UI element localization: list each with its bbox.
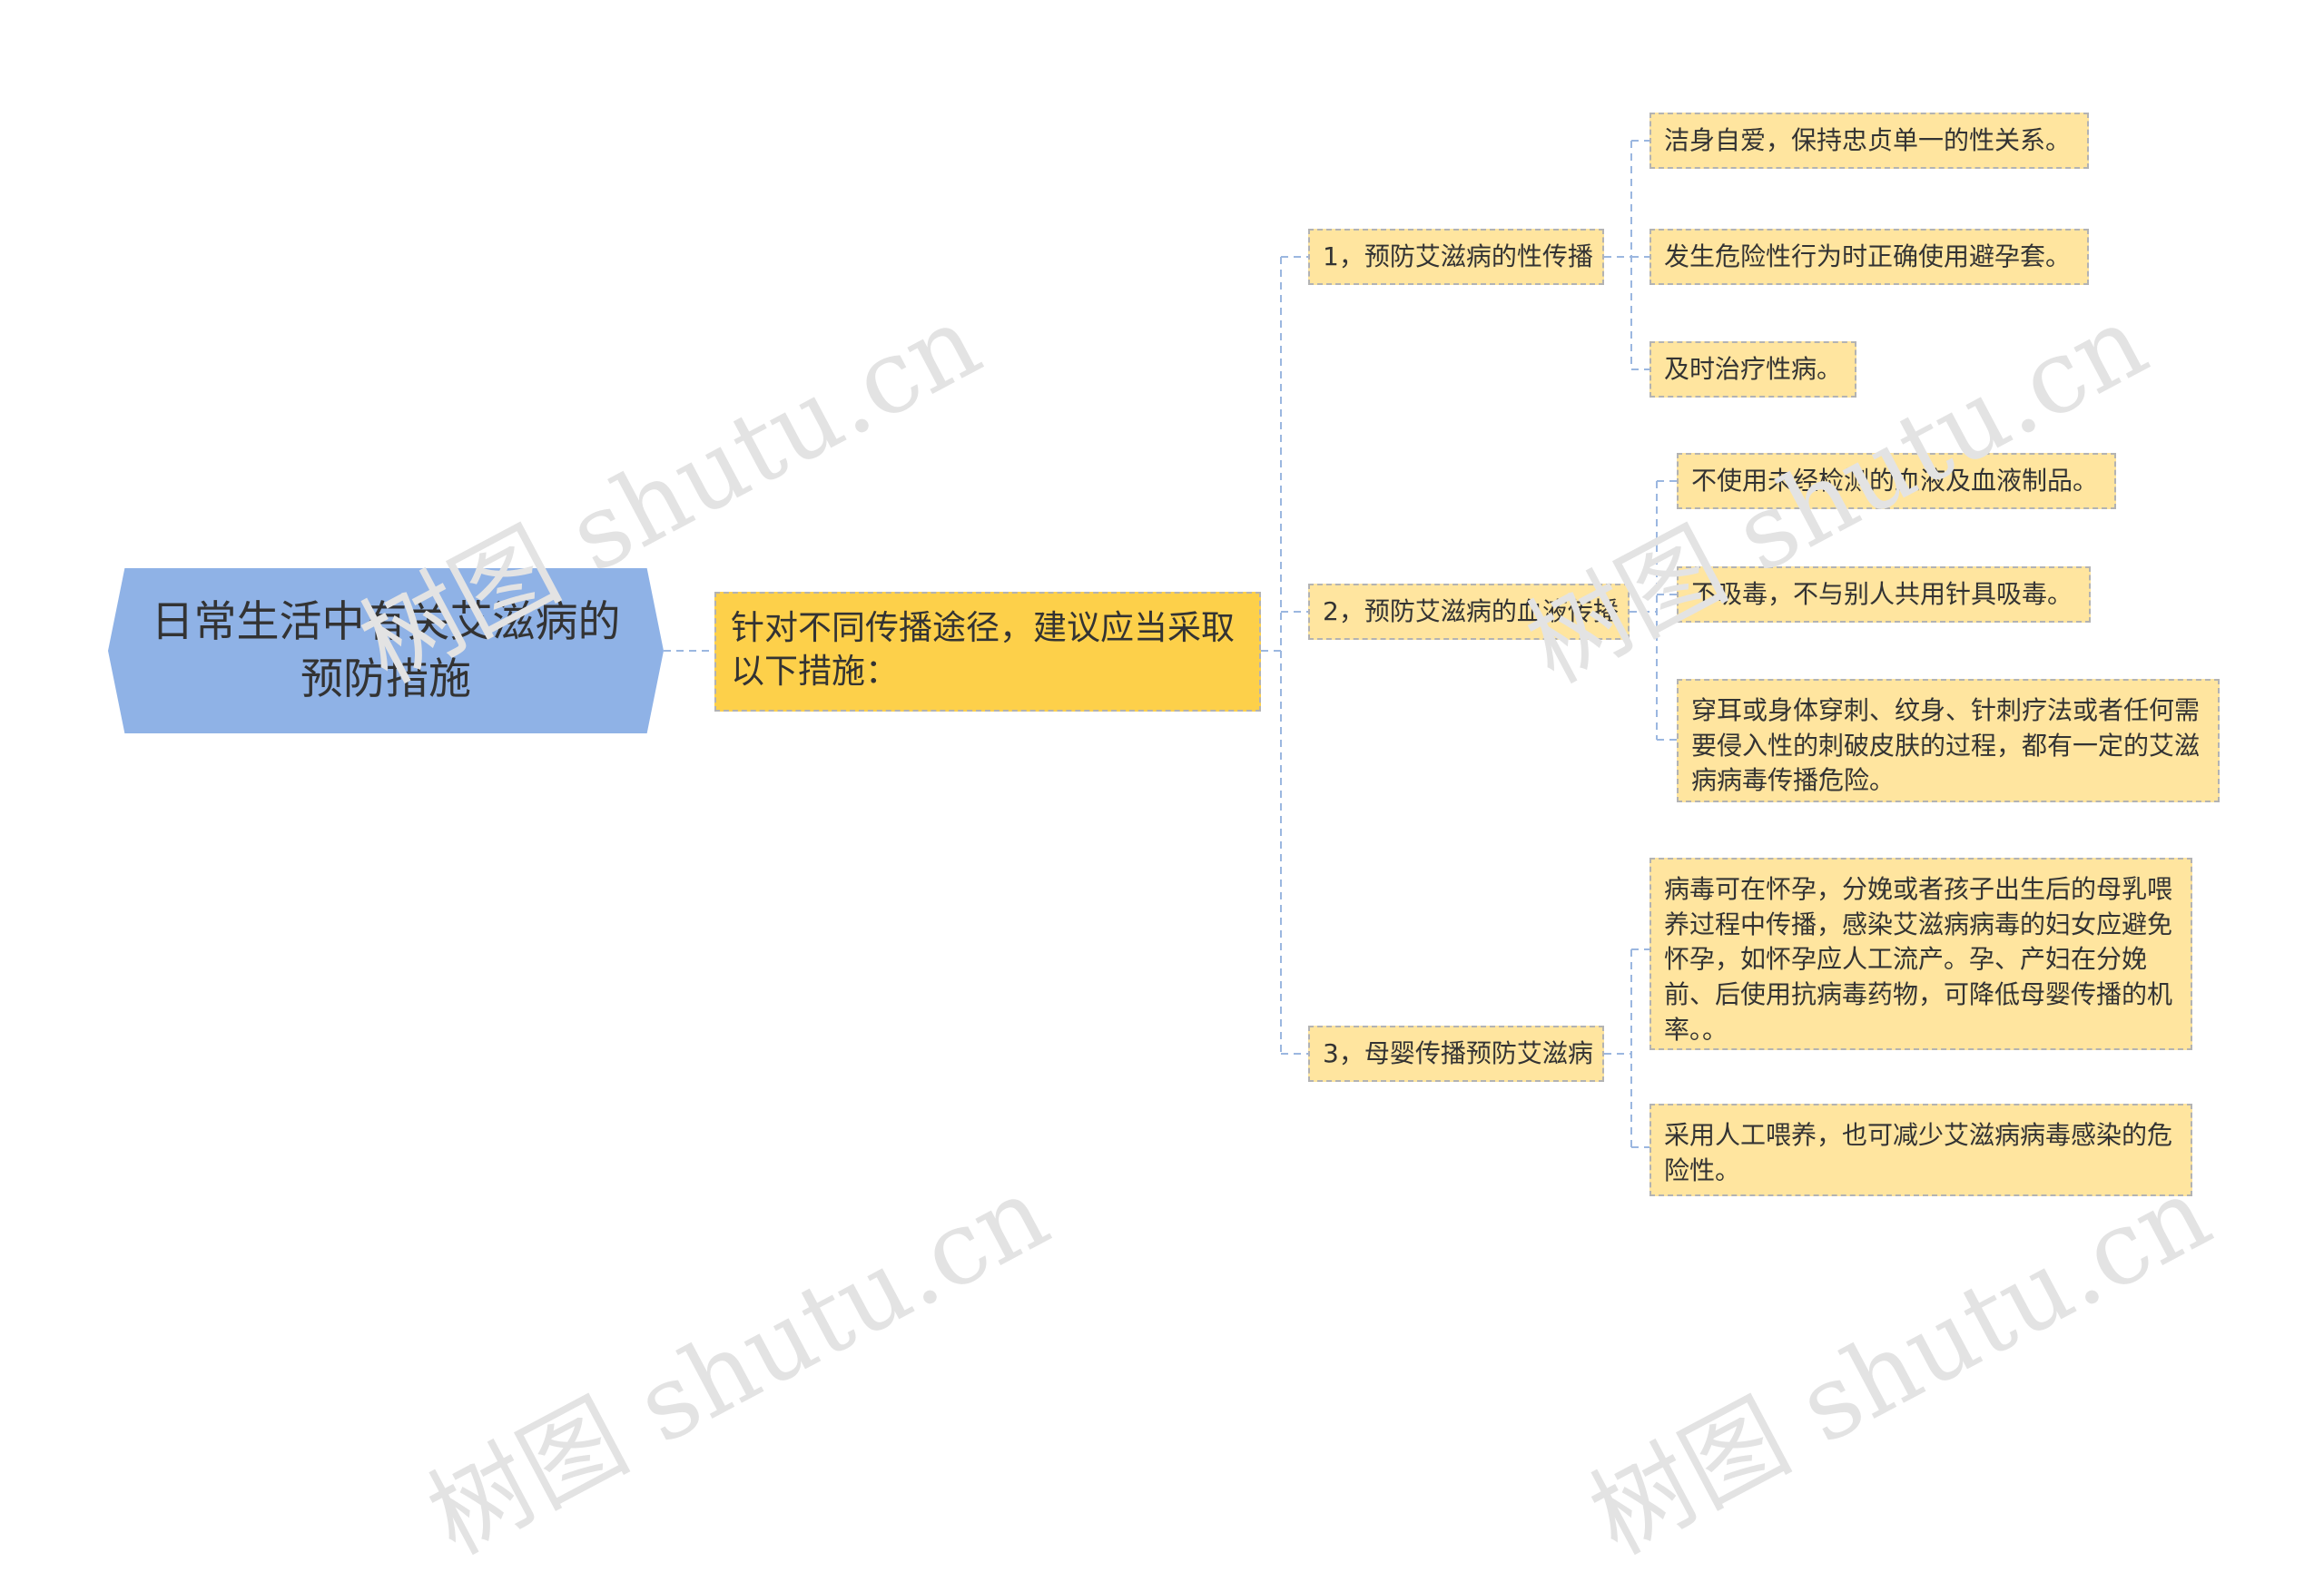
connector-level1-branches	[1261, 256, 1308, 1055]
leaf-label: 采用人工喂养，也可减少艾滋病病毒感染的危险性。	[1664, 1120, 2173, 1185]
leaf-label: 及时治疗性病。	[1664, 353, 1843, 384]
leaf-node[interactable]: 不吸毒，不与别人共用针具吸毒。	[1677, 566, 2091, 623]
level1-label: 针对不同传播途径，建议应当采取以下措施：	[731, 608, 1235, 692]
leaf-node[interactable]: 不使用未经检测的血液及血液制品。	[1677, 453, 2116, 509]
connector-branch3-leaves	[1604, 948, 1649, 1148]
leaf-node[interactable]: 洁身自爱，保持忠贞单一的性关系。	[1649, 113, 2089, 169]
level1-node[interactable]: 针对不同传播途径，建议应当采取以下措施：	[714, 592, 1261, 712]
connector-branch1-leaves	[1604, 140, 1649, 370]
branch-label: 2，预防艾滋病的血液传播	[1323, 596, 1619, 627]
branch-node-blood[interactable]: 2，预防艾滋病的血液传播	[1308, 584, 1630, 640]
leaf-node[interactable]: 病毒可在怀孕，分娩或者孩子出生后的母乳喂养过程中传播，感染艾滋病病毒的妇女应避免…	[1649, 858, 2192, 1050]
branch-node-mother-child[interactable]: 3，母婴传播预防艾滋病	[1308, 1026, 1604, 1082]
leaf-node[interactable]: 发生危险性行为时正确使用避孕套。	[1649, 229, 2089, 285]
branch-label: 3，母婴传播预防艾滋病	[1323, 1038, 1593, 1069]
leaf-label: 不吸毒，不与别人共用针具吸毒。	[1691, 578, 2073, 609]
leaf-label: 洁身自爱，保持忠贞单一的性关系。	[1664, 124, 2072, 155]
leaf-label: 病毒可在怀孕，分娩或者孩子出生后的母乳喂养过程中传播，感染艾滋病病毒的妇女应避免…	[1664, 874, 2173, 1045]
leaf-label: 发生危险性行为时正确使用避孕套。	[1664, 241, 2072, 271]
root-label: 日常生活中有关艾滋病的预防措施	[151, 596, 621, 704]
leaf-node[interactable]: 及时治疗性病。	[1649, 341, 1856, 398]
leaf-label: 不使用未经检测的血液及血液制品。	[1691, 465, 2099, 496]
connector-lines	[664, 140, 1677, 1148]
leaf-node[interactable]: 穿耳或身体穿刺、纹身、针刺疗法或者任何需要侵入性的刺破皮肤的过程，都有一定的艾滋…	[1677, 679, 2220, 802]
watermark-cjk: 树图	[1572, 1377, 1808, 1577]
watermark-cjk: 树图	[410, 1377, 646, 1577]
mind-map-canvas: 日常生活中有关艾滋病的预防措施 针对不同传播途径，建议应当采取以下措施： 1，预…	[108, 113, 2229, 1577]
leaf-node[interactable]: 采用人工喂养，也可减少艾滋病病毒感染的危险性。	[1649, 1104, 2192, 1196]
root-node[interactable]: 日常生活中有关艾滋病的预防措施	[108, 568, 664, 733]
branch-label: 1，预防艾滋病的性传播	[1323, 241, 1593, 272]
connector-branch2-leaves	[1630, 480, 1677, 741]
branch-node-sexual[interactable]: 1，预防艾滋病的性传播	[1308, 229, 1604, 285]
leaf-label: 穿耳或身体穿刺、纹身、针刺疗法或者任何需要侵入性的刺破皮肤的过程，都有一定的艾滋…	[1691, 695, 2201, 796]
